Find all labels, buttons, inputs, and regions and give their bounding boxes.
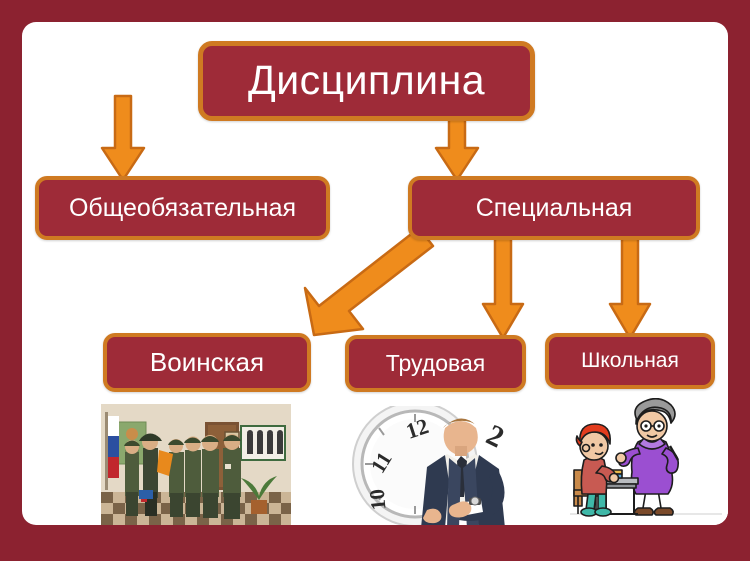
- svg-text:10: 10: [365, 488, 391, 511]
- node-special[interactable]: Специальная: [408, 176, 700, 240]
- node-school[interactable]: Школьная: [545, 333, 715, 389]
- node-labor-label: Трудовая: [385, 350, 486, 377]
- node-common-label: Общеобязательная: [68, 193, 297, 222]
- arrow-root-to-common: [100, 94, 146, 186]
- photo-military-discipline: [101, 404, 291, 525]
- arrow-special-to-school: [608, 220, 652, 344]
- arrow-special-to-military: [286, 218, 436, 346]
- node-labor[interactable]: Трудовая: [345, 335, 526, 392]
- node-root-discipline[interactable]: Дисциплина: [198, 41, 535, 121]
- node-school-label: Школьная: [581, 348, 679, 372]
- node-military-label: Воинская: [149, 346, 265, 377]
- photo-school-discipline: [564, 398, 728, 525]
- node-common-obligatory[interactable]: Общеобязательная: [35, 176, 330, 240]
- node-special-label: Специальная: [475, 193, 633, 222]
- slide-canvas: Дисциплина Общеобязательная Специальная …: [22, 22, 728, 525]
- node-military[interactable]: Воинская: [103, 333, 311, 392]
- photo-labor-discipline: 12 11 10 2: [349, 406, 527, 525]
- arrow-special-to-labor: [481, 220, 525, 344]
- node-root-label: Дисциплина: [247, 57, 486, 104]
